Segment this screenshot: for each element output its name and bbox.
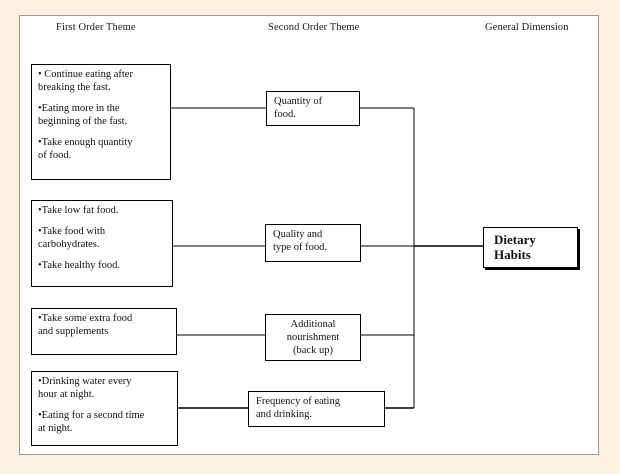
first-order-box-3: •Take some extra food and supplements <box>31 308 177 355</box>
first-order-box-4: •Drinking water every hour at night. •Ea… <box>31 371 178 446</box>
first-order-item: •Take enough quantity of food. <box>38 137 133 161</box>
first-order-item: •Take healthy food. <box>38 260 120 271</box>
header-second-order-theme: Second Order Theme <box>268 22 360 33</box>
second-order-box-frequency: Frequency of eating and drinking. <box>248 391 385 427</box>
first-order-item: •Take food with carbohydrates. <box>38 226 106 250</box>
second-order-box-quantity: Quantity of food. <box>266 91 360 126</box>
first-order-item: • Continue eating after breaking the fas… <box>38 69 133 93</box>
general-dimension-box: Dietary Habits <box>483 227 578 268</box>
first-order-item: •Drinking water every hour at night. <box>38 376 132 400</box>
first-order-item: •Take some extra food and supplements <box>38 313 133 337</box>
first-order-box-1: • Continue eating after breaking the fas… <box>31 64 171 180</box>
second-order-box-quality: Quality and type of food. <box>265 224 361 262</box>
first-order-item: •Take low fat food. <box>38 205 119 216</box>
header-first-order-theme: First Order Theme <box>56 22 136 33</box>
first-order-item: •Eating more in the beginning of the fas… <box>38 103 128 127</box>
first-order-item: •Eating for a second time at night. <box>38 410 145 434</box>
header-general-dimension: General Dimension <box>485 22 569 33</box>
first-order-box-2: •Take low fat food. •Take food with carb… <box>31 200 173 287</box>
second-order-box-additional: Additional nourishment (back up) <box>265 314 361 361</box>
